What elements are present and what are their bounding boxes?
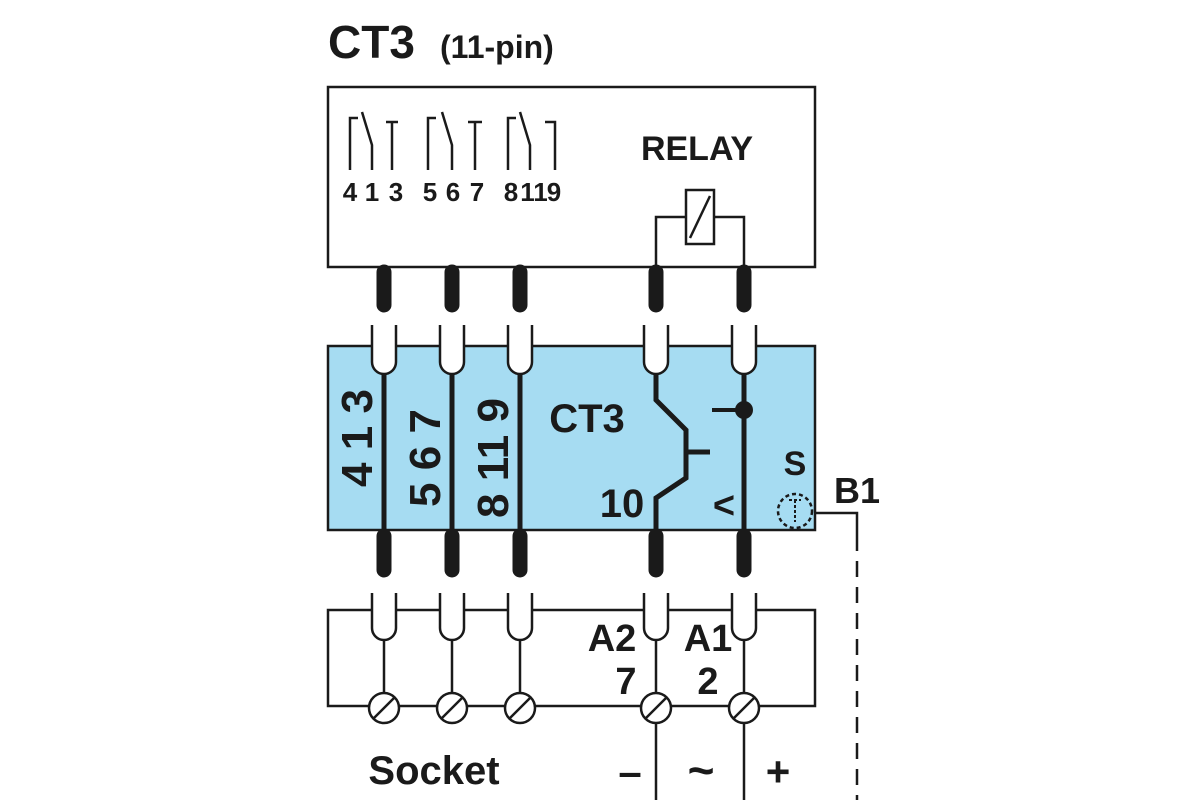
b1-label: B1: [834, 470, 880, 511]
b1-lead: [815, 511, 859, 535]
module-conductors: [381, 374, 747, 530]
supply-minus-symbol: –: [618, 748, 641, 795]
arrow-symbol: <: [713, 485, 735, 527]
screw-terminal-icon: [727, 691, 761, 725]
transistor-pin-label: 10: [600, 482, 645, 526]
relay-pin-9: 9: [547, 177, 561, 207]
relay-coil-icon: [654, 188, 746, 267]
module-label: CT3: [549, 397, 625, 441]
relay-pin-3: 3: [389, 177, 403, 207]
screw-terminal-icon: [367, 691, 401, 725]
relay-pin-11: 11: [520, 177, 548, 207]
relay-contacts: [348, 111, 557, 170]
screw-terminal-icon: [435, 691, 469, 725]
sensor-label: S: [784, 445, 807, 483]
supply-plus-symbol: +: [766, 748, 791, 795]
screw-terminal-icon: [639, 691, 673, 725]
title-main: CT3: [328, 16, 415, 68]
module-pins-8119: 8 11 9: [469, 398, 518, 518]
supply-leads: [654, 723, 746, 800]
module-to-socket-pins: [376, 528, 752, 578]
module-pins-567: 5 6 7: [401, 409, 450, 507]
module-pins-413: 4 1 3: [333, 389, 382, 487]
socket-leads: [382, 640, 746, 694]
screw-terminal-icon: [503, 691, 537, 725]
junction-dot-icon: [735, 401, 753, 419]
relay-pin-6: 6: [446, 177, 460, 207]
terminal-a1-number: 2: [697, 661, 718, 703]
relay-pin-4: 4: [343, 177, 358, 207]
terminal-a2-name: A2: [588, 618, 637, 660]
socket-label: Socket: [368, 749, 499, 793]
terminal-a1-name: A1: [684, 618, 733, 660]
relay-to-module-pins: [376, 264, 752, 313]
terminal-a2-number: 7: [615, 661, 636, 703]
sensor-icon: [776, 492, 814, 530]
supply-ac-symbol: ~: [688, 744, 715, 796]
relay-label: RELAY: [641, 130, 753, 168]
relay-pin-8: 8: [504, 177, 518, 207]
relay-pin-5: 5: [423, 177, 437, 207]
ct3-module: [326, 344, 817, 532]
title-sub: (11-pin): [440, 29, 554, 65]
relay-pin-7: 7: [470, 177, 484, 207]
screw-terminals: [367, 691, 761, 725]
relay-pin-1: 1: [365, 177, 379, 207]
relay-pin-numbers: 4 1 3 5 6 7 8 11 9: [343, 177, 561, 207]
socket-outline: [326, 608, 817, 708]
relay-box: [326, 85, 817, 269]
